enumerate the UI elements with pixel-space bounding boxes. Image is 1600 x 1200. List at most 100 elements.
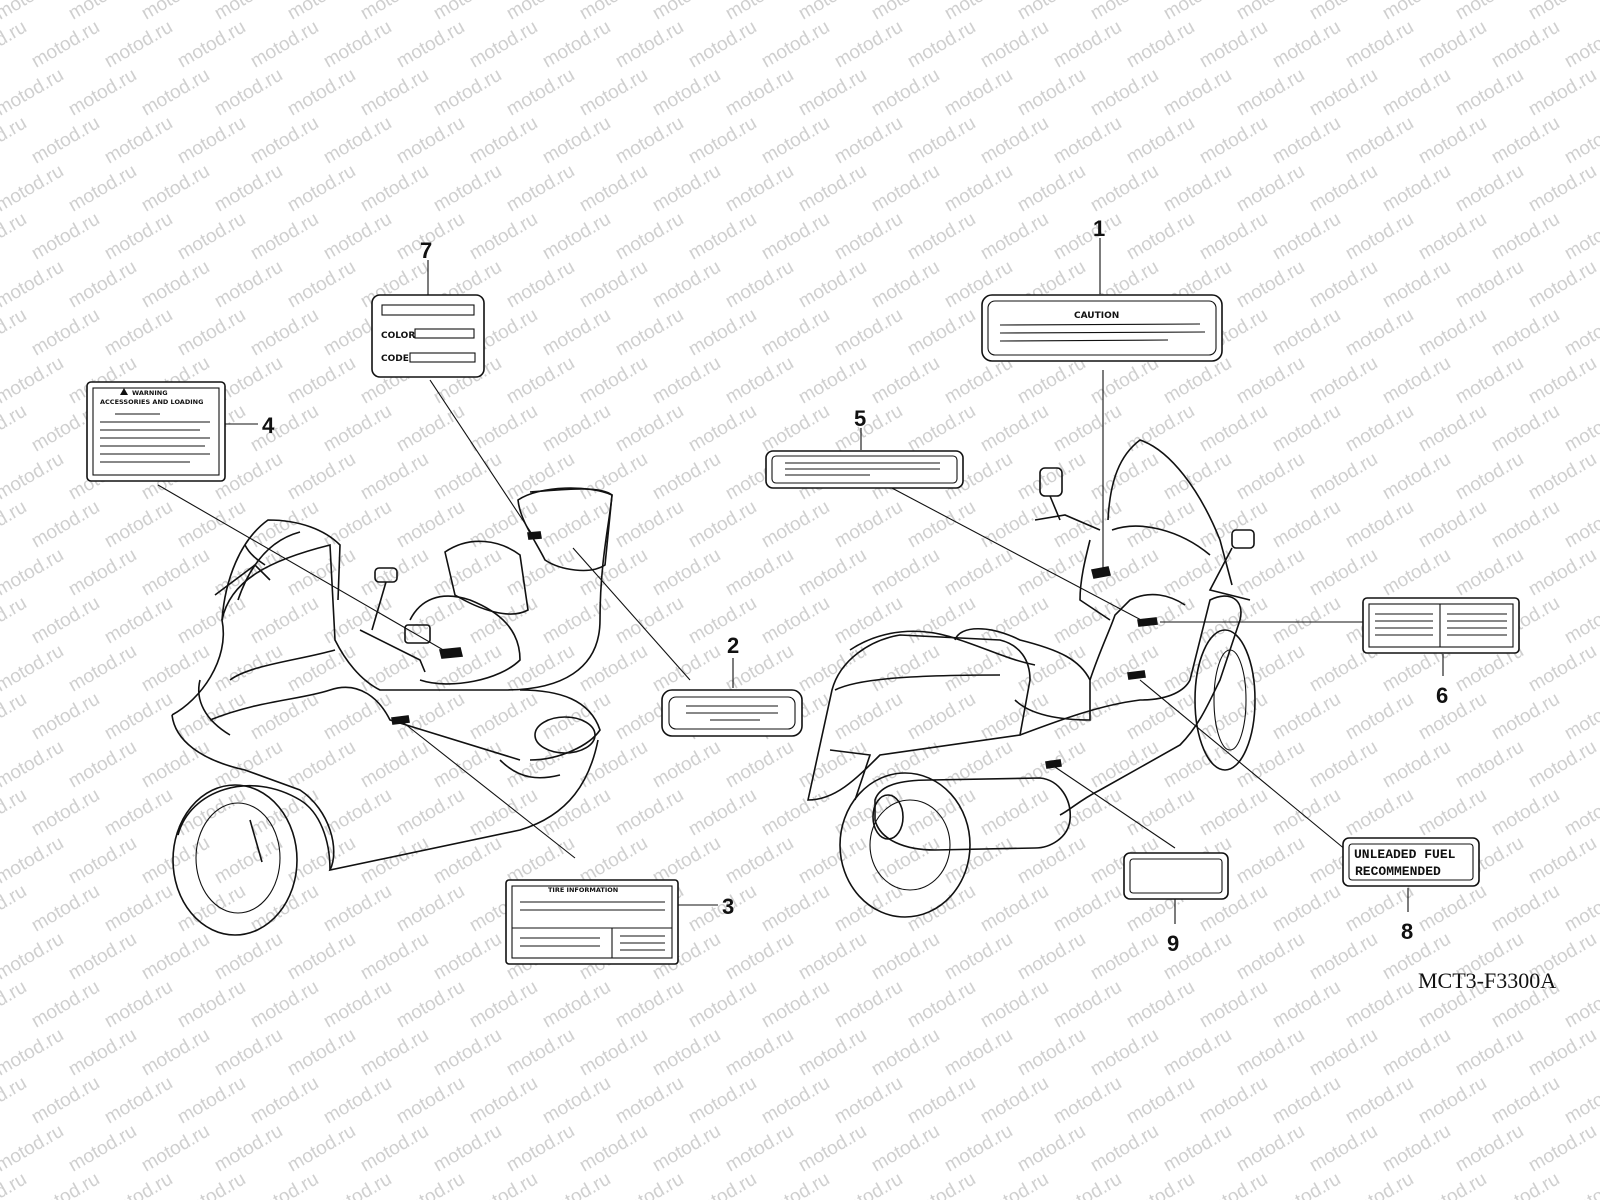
- watermark-text: motod.ru: [1123, 209, 1198, 265]
- watermark-text: motod.ru: [0, 497, 30, 553]
- watermark-text: motod.ru: [0, 737, 67, 793]
- watermark-text: motod.ru: [649, 65, 724, 121]
- watermark-text: motod.ru: [1342, 497, 1417, 553]
- watermark-text: motod.ru: [1452, 257, 1527, 313]
- watermark-text: motod.ru: [904, 305, 979, 361]
- watermark-text: motod.ru: [758, 1169, 833, 1200]
- watermark-text: motod.ru: [1233, 65, 1308, 121]
- watermark-text: motod.ru: [503, 161, 578, 217]
- watermark-text: motod.ru: [941, 1121, 1016, 1177]
- watermark-text: motod.ru: [1342, 401, 1417, 457]
- callout-7: 7: [420, 238, 432, 263]
- watermark-text: motod.ru: [1415, 401, 1490, 457]
- watermark-text: motod.ru: [247, 1169, 322, 1200]
- leader-lines: [157, 238, 1444, 924]
- watermark-text: motod.ru: [685, 977, 760, 1033]
- label-7-code-text: CODE: [381, 354, 409, 364]
- watermark-text: motod.ru: [430, 737, 505, 793]
- watermark-text: motod.ru: [722, 161, 797, 217]
- watermark-text: motod.ru: [1415, 689, 1490, 745]
- watermark-text: motod.ru: [795, 737, 870, 793]
- watermark-text: motod.ru: [247, 1073, 322, 1129]
- watermark-text: motod.ru: [1452, 0, 1527, 24]
- watermark-text: motod.ru: [1488, 1073, 1563, 1129]
- watermark-text: motod.ru: [284, 929, 359, 985]
- watermark-text: motod.ru: [612, 497, 687, 553]
- watermark-text: motod.ru: [1050, 689, 1125, 745]
- watermark-text: motod.ru: [941, 833, 1016, 889]
- watermark-text: motod.ru: [1087, 161, 1162, 217]
- watermark-text: motod.ru: [722, 833, 797, 889]
- watermark-text: motod.ru: [357, 449, 432, 505]
- watermark-text: motod.ru: [941, 65, 1016, 121]
- watermark-text: motod.ru: [65, 1121, 140, 1177]
- watermark-text: motod.ru: [174, 881, 249, 937]
- watermark-text: motod.ru: [539, 1169, 614, 1200]
- watermark-text: motod.ru: [0, 1073, 30, 1129]
- watermark-text: motod.ru: [247, 977, 322, 1033]
- watermark-text: motod.ru: [466, 401, 541, 457]
- label-1-caution-text: CAUTION: [1074, 311, 1119, 321]
- watermark-text: motod.ru: [0, 449, 67, 505]
- watermark-text: motod.ru: [1050, 17, 1125, 73]
- watermark-text: motod.ru: [1050, 209, 1125, 265]
- watermark-text: motod.ru: [649, 1121, 724, 1177]
- watermark-text: motod.ru: [941, 1025, 1016, 1081]
- watermark-text: motod.ru: [539, 497, 614, 553]
- watermark-text: motod.ru: [1306, 65, 1381, 121]
- label-4-warning-text: WARNING: [132, 389, 168, 397]
- watermark-text: motod.ru: [576, 0, 651, 24]
- watermark-text: motod.ru: [211, 65, 286, 121]
- watermark-text: motod.ru: [1014, 929, 1089, 985]
- watermark-text: motod.ru: [612, 593, 687, 649]
- watermark-text: motod.ru: [649, 0, 724, 24]
- watermark-text: motod.ru: [101, 785, 176, 841]
- watermark-text: motod.ru: [1561, 305, 1600, 361]
- watermark-text: motod.ru: [1160, 161, 1235, 217]
- watermark-text: motod.ru: [1123, 593, 1198, 649]
- watermark-text: motod.ru: [101, 1073, 176, 1129]
- watermark-text: motod.ru: [1160, 1025, 1235, 1081]
- watermark-text: motod.ru: [65, 161, 140, 217]
- watermark-text: motod.ru: [1050, 401, 1125, 457]
- watermark-text: motod.ru: [174, 305, 249, 361]
- watermark-text: motod.ru: [1196, 1073, 1271, 1129]
- watermark-text: motod.ru: [0, 785, 30, 841]
- watermark-text: motod.ru: [466, 1169, 541, 1200]
- watermark-text: motod.ru: [174, 689, 249, 745]
- watermark-text: motod.ru: [503, 641, 578, 697]
- watermark-text: motod.ru: [1488, 785, 1563, 841]
- watermark-text: motod.ru: [1525, 1121, 1600, 1177]
- watermark-text: motod.ru: [1525, 737, 1600, 793]
- watermark-text: motod.ru: [174, 785, 249, 841]
- watermark-text: motod.ru: [503, 353, 578, 409]
- callout-9: 9: [1167, 931, 1179, 956]
- watermark-text: motod.ru: [138, 545, 213, 601]
- watermark-text: motod.ru: [685, 1073, 760, 1129]
- watermark-text: motod.ru: [576, 353, 651, 409]
- watermark-text: motod.ru: [1233, 929, 1308, 985]
- watermark-text: motod.ru: [101, 977, 176, 1033]
- watermark-text: motod.ru: [1087, 737, 1162, 793]
- watermark-text: motod.ru: [868, 641, 943, 697]
- watermark-text: motod.ru: [941, 161, 1016, 217]
- watermark-text: motod.ru: [211, 257, 286, 313]
- watermark-text: motod.ru: [1306, 257, 1381, 313]
- watermark-text: motod.ru: [1525, 257, 1600, 313]
- watermark-text: motod.ru: [1342, 209, 1417, 265]
- watermark-text: motod.ru: [1342, 785, 1417, 841]
- watermark-text: motod.ru: [612, 785, 687, 841]
- watermark-text: motod.ru: [795, 833, 870, 889]
- watermark-text: motod.ru: [1488, 689, 1563, 745]
- watermark-text: motod.ru: [685, 305, 760, 361]
- watermark-text: motod.ru: [612, 17, 687, 73]
- watermark-text: motod.ru: [1488, 497, 1563, 553]
- watermark-text: motod.ru: [1269, 977, 1344, 1033]
- watermark-text: motod.ru: [1561, 881, 1600, 937]
- watermark-text: motod.ru: [247, 209, 322, 265]
- watermark-text: motod.ru: [1379, 1025, 1454, 1081]
- watermark-text: motod.ru: [28, 497, 103, 553]
- callout-5: 5: [854, 406, 866, 431]
- watermark-text: motod.ru: [284, 0, 359, 24]
